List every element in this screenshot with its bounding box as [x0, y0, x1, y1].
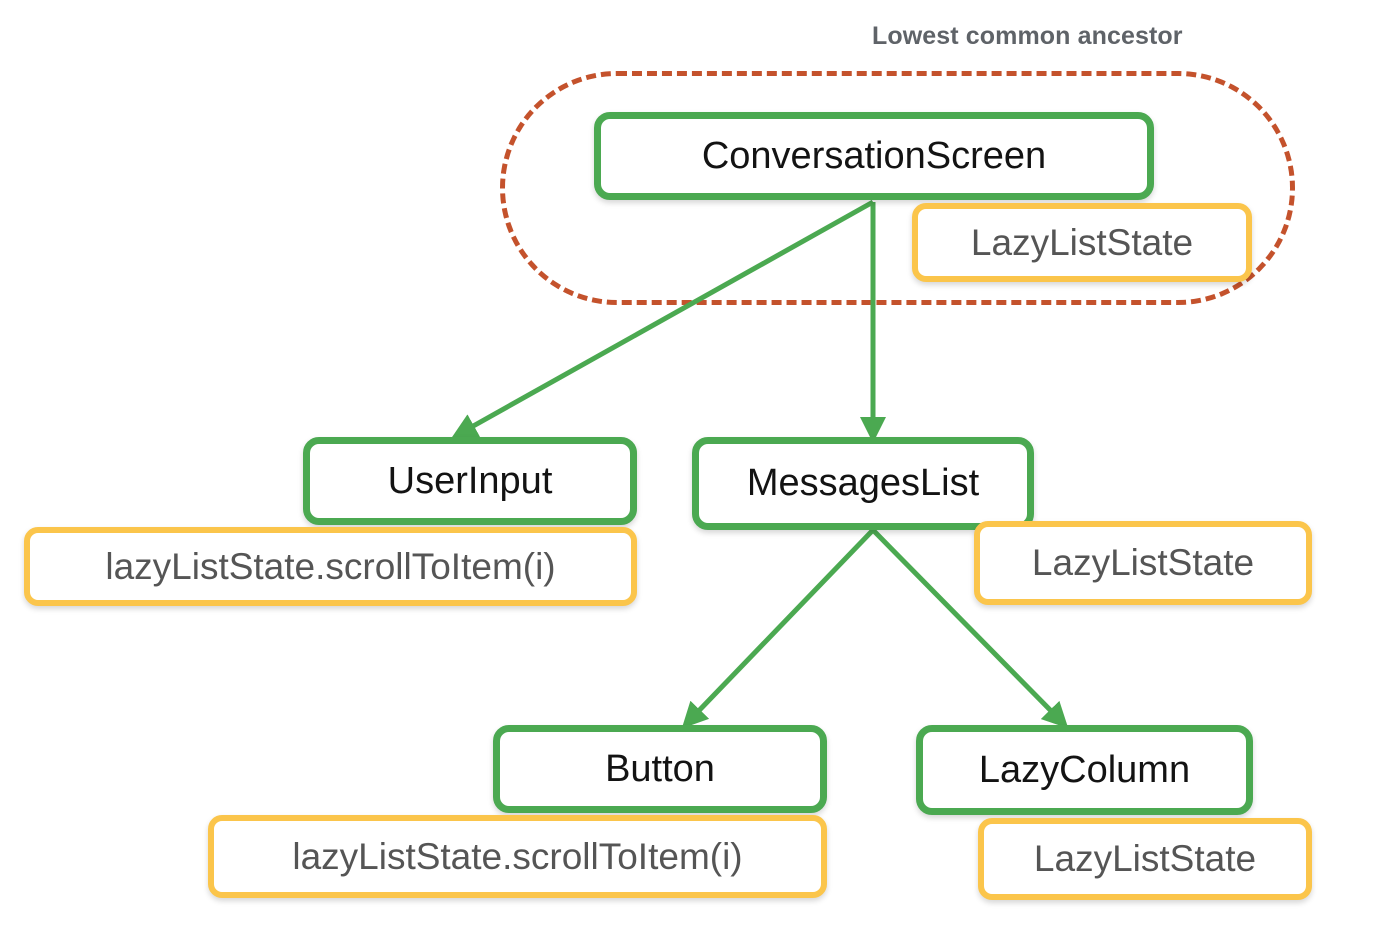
node-label-user-input: UserInput	[387, 459, 553, 502]
node-conversation-screen-state[interactable]: LazyListState	[912, 203, 1252, 282]
node-button[interactable]: Button	[493, 725, 827, 813]
node-label-user-input-state: lazyListState.scrollToItem(i)	[105, 545, 556, 587]
node-label-conversation-screen-state: LazyListState	[970, 221, 1194, 263]
node-messages-list-state[interactable]: LazyListState	[974, 521, 1312, 605]
node-button-state[interactable]: lazyListState.scrollToItem(i)	[208, 815, 827, 898]
node-label-messages-list: MessagesList	[746, 462, 980, 504]
node-user-input[interactable]: UserInput	[303, 437, 637, 525]
node-label-button: Button	[605, 747, 715, 790]
node-messages-list[interactable]: MessagesList	[692, 437, 1034, 530]
node-label-conversation-screen: ConversationScreen	[701, 134, 1047, 177]
node-label-button-state: lazyListState.scrollToItem(i)	[292, 835, 743, 877]
node-label-messages-list-state: LazyListState	[1031, 542, 1255, 583]
lowest-common-ancestor-label: Lowest common ancestor	[872, 22, 1183, 50]
node-lazy-column-state[interactable]: LazyListState	[978, 818, 1312, 900]
lowest-common-ancestor-region	[500, 71, 1295, 305]
node-label-lazy-column-state: LazyListState	[1033, 838, 1257, 879]
node-lazy-column[interactable]: LazyColumn	[916, 725, 1253, 815]
node-label-lazy-column: LazyColumn	[978, 748, 1191, 791]
node-user-input-state[interactable]: lazyListState.scrollToItem(i)	[24, 527, 637, 606]
edge-messageslist-button	[681, 528, 875, 729]
node-conversation-screen[interactable]: ConversationScreen	[594, 112, 1154, 200]
